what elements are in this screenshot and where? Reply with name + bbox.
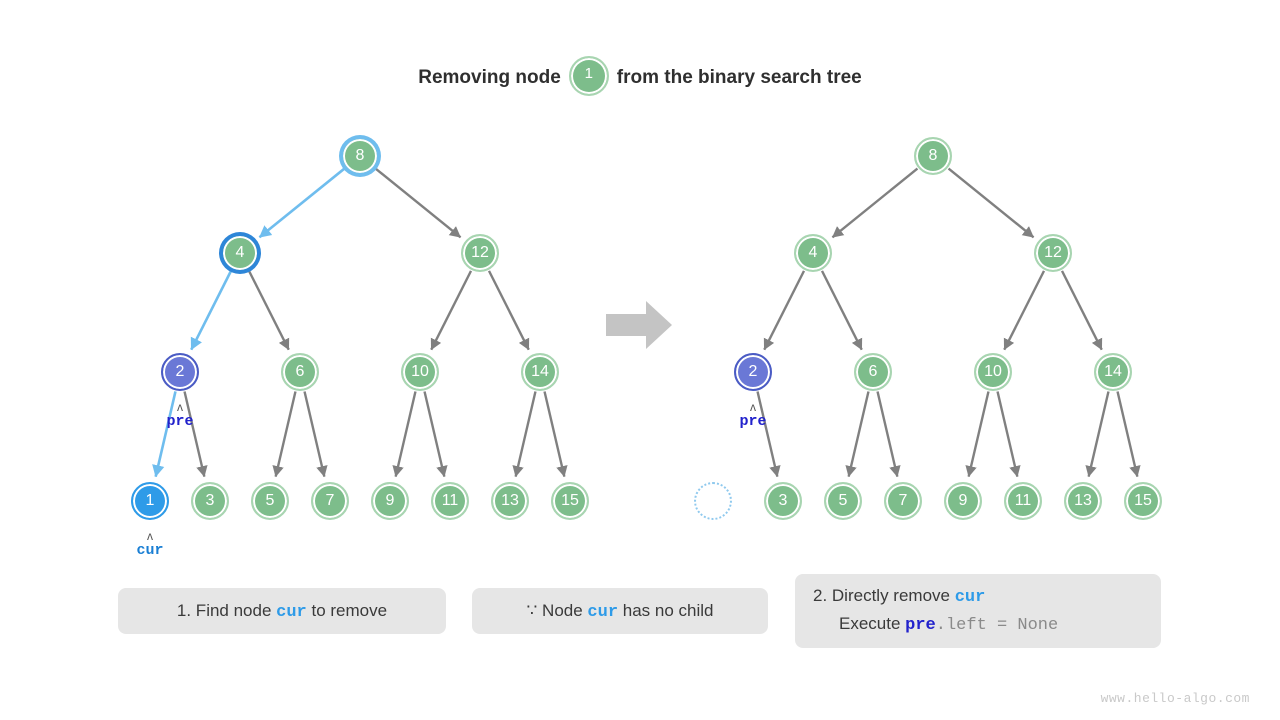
left-tree-node-11: 11 — [431, 482, 469, 520]
caption-1-keyword: cur — [276, 602, 307, 622]
left-edge-14-to-15 — [543, 391, 568, 478]
caption-step-3-line-2: Execute pre.left = None — [813, 611, 1161, 639]
right-edge-10-to-9 — [965, 391, 990, 478]
right-tree-node-14: 14 — [1094, 353, 1132, 391]
caption-1-prefix: 1. Find node — [176, 600, 277, 620]
caret-up-icon: ʌ — [177, 400, 183, 414]
left-tree-node-6: 6 — [281, 353, 319, 391]
right-edge-4-to-6 — [820, 270, 863, 351]
right-pointer-pre-label: pre — [739, 413, 767, 430]
right-edge-4-to-2 — [763, 270, 806, 351]
right-edge-14-to-13 — [1085, 391, 1110, 478]
title-node-badge: 1 — [568, 56, 609, 96]
caption-3-line2-code: .left = None — [935, 616, 1059, 635]
right-edge-6-to-5 — [845, 391, 870, 478]
caption-2-prefix: ∵ Node — [526, 600, 588, 620]
left-tree-node-13: 13 — [491, 482, 529, 520]
caption-step-3: 2. Directly remove cur Execute pre.left … — [795, 574, 1161, 648]
watermark: www.hello-algo.com — [1100, 691, 1250, 706]
right-edge-8-to-12 — [947, 167, 1035, 239]
left-tree-node-2: 2 — [161, 353, 199, 391]
left-pointer-cur-label: cur — [136, 542, 164, 559]
right-tree-node-4: 4 — [794, 234, 832, 272]
left-edge-4-to-6 — [247, 270, 290, 351]
left-tree-node-5: 5 — [251, 482, 289, 520]
right-edge-6-to-7 — [876, 391, 901, 478]
caption-step-2: ∵ Node cur has no child — [472, 588, 768, 634]
left-edge-14-to-13 — [512, 391, 537, 478]
right-tree-node-11: 11 — [1004, 482, 1042, 520]
left-edge-4-to-2 — [190, 270, 233, 351]
left-tree-node-4: 4 — [221, 234, 259, 272]
caption-3-line1-prefix: 2. Directly remove — [813, 586, 955, 605]
right-tree-node-15: 15 — [1124, 482, 1162, 520]
left-tree-node-3: 3 — [191, 482, 229, 520]
caret-up-icon: ʌ — [147, 529, 153, 543]
caption-3-line2-keyword: pre — [905, 616, 936, 635]
caption-step-2-line: ∵ Node cur has no child — [527, 601, 714, 622]
left-edge-10-to-9 — [392, 391, 417, 478]
left-tree-edges — [152, 167, 568, 478]
caption-2-suffix: has no child — [618, 600, 714, 620]
left-tree-node-9: 9 — [371, 482, 409, 520]
caption-step-1-line: 1. Find node cur to remove — [177, 601, 387, 622]
right-edge-12-to-14 — [1060, 270, 1103, 351]
right-tree-node-5: 5 — [824, 482, 862, 520]
right-tree-edges — [756, 167, 1141, 478]
caret-up-icon: ʌ — [750, 400, 756, 414]
right-tree-node-7: 7 — [884, 482, 922, 520]
left-tree-node-7: 7 — [311, 482, 349, 520]
left-edge-6-to-5 — [272, 391, 297, 478]
left-tree-node-15: 15 — [551, 482, 589, 520]
right-tree-node-12: 12 — [1034, 234, 1072, 272]
right-removed-node-placeholder — [694, 482, 732, 520]
left-tree-node-8: 8 — [341, 137, 379, 175]
left-edge-6-to-7 — [303, 391, 328, 478]
caption-2-keyword: cur — [587, 602, 619, 622]
left-tree-node-12: 12 — [461, 234, 499, 272]
right-edge-8-to-4 — [831, 167, 919, 239]
right-tree-node-6: 6 — [854, 353, 892, 391]
right-tree-node-8: 8 — [914, 137, 952, 175]
right-tree-node-13: 13 — [1064, 482, 1102, 520]
left-edge-8-to-12 — [374, 167, 462, 239]
caption-step-3-line-1: 2. Directly remove cur — [813, 583, 1161, 611]
left-pointer-pre-label: pre — [166, 413, 194, 430]
title-prefix: Removing node — [418, 67, 561, 89]
left-tree-node-10: 10 — [401, 353, 439, 391]
right-tree-node-9: 9 — [944, 482, 982, 520]
caption-step-1: 1. Find node cur to remove — [118, 588, 446, 634]
right-edge-10-to-11 — [996, 391, 1021, 478]
right-edge-14-to-15 — [1116, 391, 1141, 478]
page-title: Removing node 1 from the binary search tre… — [0, 56, 1280, 98]
left-tree-node-1: 1 — [131, 482, 169, 520]
caption-1-suffix: to remove — [306, 600, 388, 620]
right-tree-node-3: 3 — [764, 482, 802, 520]
left-edge-8-to-4 — [258, 167, 346, 239]
transition-arrow-icon — [606, 301, 672, 349]
right-tree-node-10: 10 — [974, 353, 1012, 391]
caption-3-line1-keyword: cur — [954, 588, 986, 607]
caption-3-line2-prefix: Execute — [839, 614, 906, 633]
right-edge-12-to-10 — [1003, 270, 1046, 351]
left-edge-12-to-10 — [430, 270, 473, 351]
title-suffix: from the binary search tree — [616, 67, 862, 89]
left-edge-12-to-14 — [487, 270, 530, 351]
right-tree-node-2: 2 — [734, 353, 772, 391]
left-edge-10-to-11 — [423, 391, 448, 478]
left-tree-node-14: 14 — [521, 353, 559, 391]
